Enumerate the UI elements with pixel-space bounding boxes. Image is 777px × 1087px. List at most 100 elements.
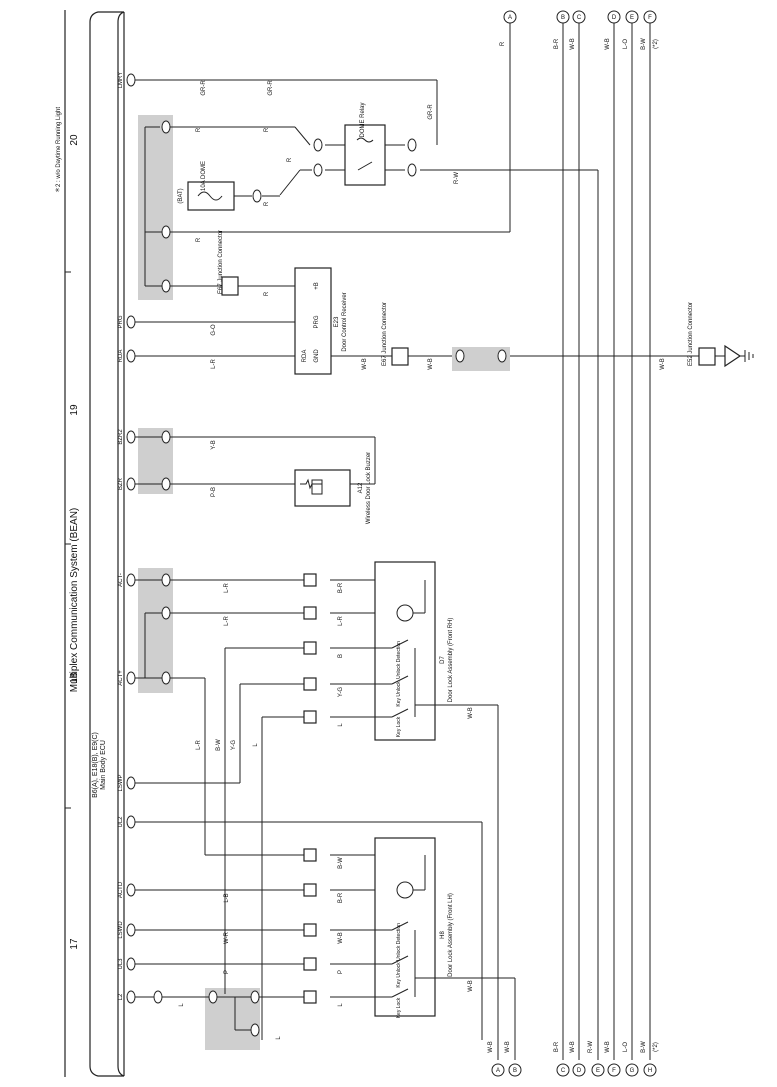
wire-label-bottom-note: (*2) bbox=[653, 1042, 659, 1052]
splice-oval bbox=[161, 671, 171, 685]
wire-color-yb: Y-B bbox=[211, 440, 217, 449]
fuse-box bbox=[187, 181, 235, 211]
connector-top-b bbox=[556, 10, 570, 24]
splice-oval bbox=[250, 990, 260, 1004]
pin-oval bbox=[126, 349, 136, 363]
terminal-rda: RDA bbox=[118, 350, 124, 363]
connector-bottom-e bbox=[591, 1063, 605, 1077]
ecu-name: Main Body ECU bbox=[100, 740, 107, 790]
diagram-title: Multiplex Communication System (BEAN) bbox=[69, 508, 80, 693]
splice-oval bbox=[161, 120, 171, 134]
wire-color-bw-2: B-W bbox=[338, 857, 344, 869]
wire-color-l-4: L bbox=[338, 1003, 344, 1007]
ecu-code: B6(A), E18(B), E9(C) bbox=[92, 732, 99, 798]
relay-coil bbox=[356, 137, 374, 143]
wire-label-top-wb2: W-B bbox=[605, 38, 611, 50]
section-number-18: 18 bbox=[69, 672, 80, 684]
wire-color-r-3: R bbox=[287, 157, 293, 162]
wire-color-p: P bbox=[224, 970, 230, 974]
unlock-switch-rh bbox=[391, 639, 409, 649]
terminal-prg: PRG bbox=[118, 315, 124, 328]
wire-label-top-bw: B-W bbox=[641, 38, 647, 50]
wire-color-wr: W-R bbox=[224, 931, 230, 944]
splice-oval bbox=[497, 349, 507, 363]
wire-color-bw: B-W bbox=[216, 739, 222, 751]
receiver-pin-b: +B bbox=[314, 282, 320, 290]
wire-color-labels: GR-R GR-R GR-R R R R R R R G-O L-R W-B W… bbox=[179, 80, 666, 1040]
connector-top-f bbox=[643, 10, 657, 24]
relay-pin bbox=[407, 138, 417, 152]
connector-bottom-f bbox=[607, 1063, 621, 1077]
wire-color-go: G-O bbox=[211, 324, 217, 336]
pin-oval bbox=[126, 671, 136, 685]
rh-conn bbox=[303, 606, 317, 620]
connector-bottom-h-label: H bbox=[648, 1068, 652, 1074]
connector-top-e bbox=[625, 10, 639, 24]
receiver-pin-gnd: GND bbox=[314, 349, 320, 363]
door-receiver-group: +B PRG RDA GND E23 Door Control Receiver bbox=[294, 267, 348, 375]
wire-color-lb: L-B bbox=[224, 893, 230, 902]
lh-code: H8 bbox=[440, 931, 446, 939]
door-lock-rh-group: Unlock Detection Key Unlock Key Lock D7 … bbox=[303, 561, 454, 741]
dome-relay bbox=[344, 124, 386, 186]
rh-conn bbox=[303, 573, 317, 587]
connector-bottom-b-label: B bbox=[513, 1068, 517, 1074]
buzzer-resistor bbox=[300, 478, 322, 490]
wire-color-l: L bbox=[338, 723, 344, 727]
splice-oval bbox=[208, 990, 218, 1004]
connector-top-d bbox=[607, 10, 621, 24]
fuse-pin bbox=[252, 189, 262, 203]
wire-label-bottom-bw: B-W bbox=[641, 1041, 647, 1053]
wire-color-br-2: B-R bbox=[338, 892, 344, 903]
wire-color-rw: R-W bbox=[454, 172, 460, 184]
wire-color-wb: W-B bbox=[362, 358, 368, 370]
terminal-bzr: BZR bbox=[118, 477, 124, 490]
splice-oval bbox=[161, 279, 171, 293]
terminal-ul2: UL2 bbox=[118, 816, 124, 828]
relay-switch bbox=[357, 161, 373, 171]
wire-color-l-2: L bbox=[253, 743, 259, 747]
terminal-lswd: LSWD bbox=[118, 921, 124, 939]
rh-unlock-detection: Unlock Detection bbox=[396, 641, 402, 679]
connector-bottom-g bbox=[625, 1063, 639, 1077]
lh-conn bbox=[303, 923, 317, 937]
fuse-symbol bbox=[197, 191, 223, 201]
rh-conn bbox=[303, 677, 317, 691]
junction-e67-group: E67 Junction Connector bbox=[218, 230, 239, 296]
junction-e67 bbox=[221, 276, 239, 296]
connector-top-a-label: A bbox=[508, 15, 512, 21]
pin-oval bbox=[126, 776, 136, 790]
wire-color-wb-rh: W-B bbox=[468, 707, 474, 719]
relay-pin bbox=[313, 163, 323, 177]
terminal-act-plus: ACT+ bbox=[118, 670, 124, 686]
dome-relay-label: DOME Relay bbox=[360, 102, 366, 137]
connector-top-c-label: C bbox=[577, 15, 582, 21]
section-number-19: 19 bbox=[69, 404, 80, 416]
top-connectors: A B C D E F R B-R W-B W-B L-O B-W (*2) bbox=[500, 10, 659, 50]
terminal-lswp: LSWP bbox=[118, 774, 124, 791]
rh-conn bbox=[303, 641, 317, 655]
rh-key-lock: Key Lock bbox=[396, 716, 402, 737]
key-unlock-switch-lh bbox=[391, 955, 409, 965]
receiver-pin-prg: PRG bbox=[314, 315, 320, 328]
splice-oval bbox=[153, 990, 163, 1004]
rh-conn bbox=[303, 710, 317, 724]
terminal-lmry: LMRY bbox=[118, 72, 124, 89]
pin-oval bbox=[126, 573, 136, 587]
terminal-ul3: UL3 bbox=[118, 958, 124, 970]
door-control-receiver bbox=[294, 267, 332, 375]
pin-oval bbox=[126, 73, 136, 87]
key-lock-switch-lh bbox=[391, 988, 409, 998]
pin-oval bbox=[126, 923, 136, 937]
connector-top-d-label: D bbox=[612, 15, 617, 21]
section-number-17: 17 bbox=[69, 938, 80, 950]
wire-color-r-5: R bbox=[196, 237, 202, 242]
receiver-code: E23 bbox=[334, 316, 340, 327]
wire-color-pb: P-B bbox=[211, 487, 217, 497]
fuse-label: 10A DOME bbox=[201, 161, 207, 191]
wire-label-top-r: R bbox=[500, 41, 506, 46]
unlock-switch-lh bbox=[391, 921, 409, 931]
section-number-20: 20 bbox=[69, 134, 80, 146]
